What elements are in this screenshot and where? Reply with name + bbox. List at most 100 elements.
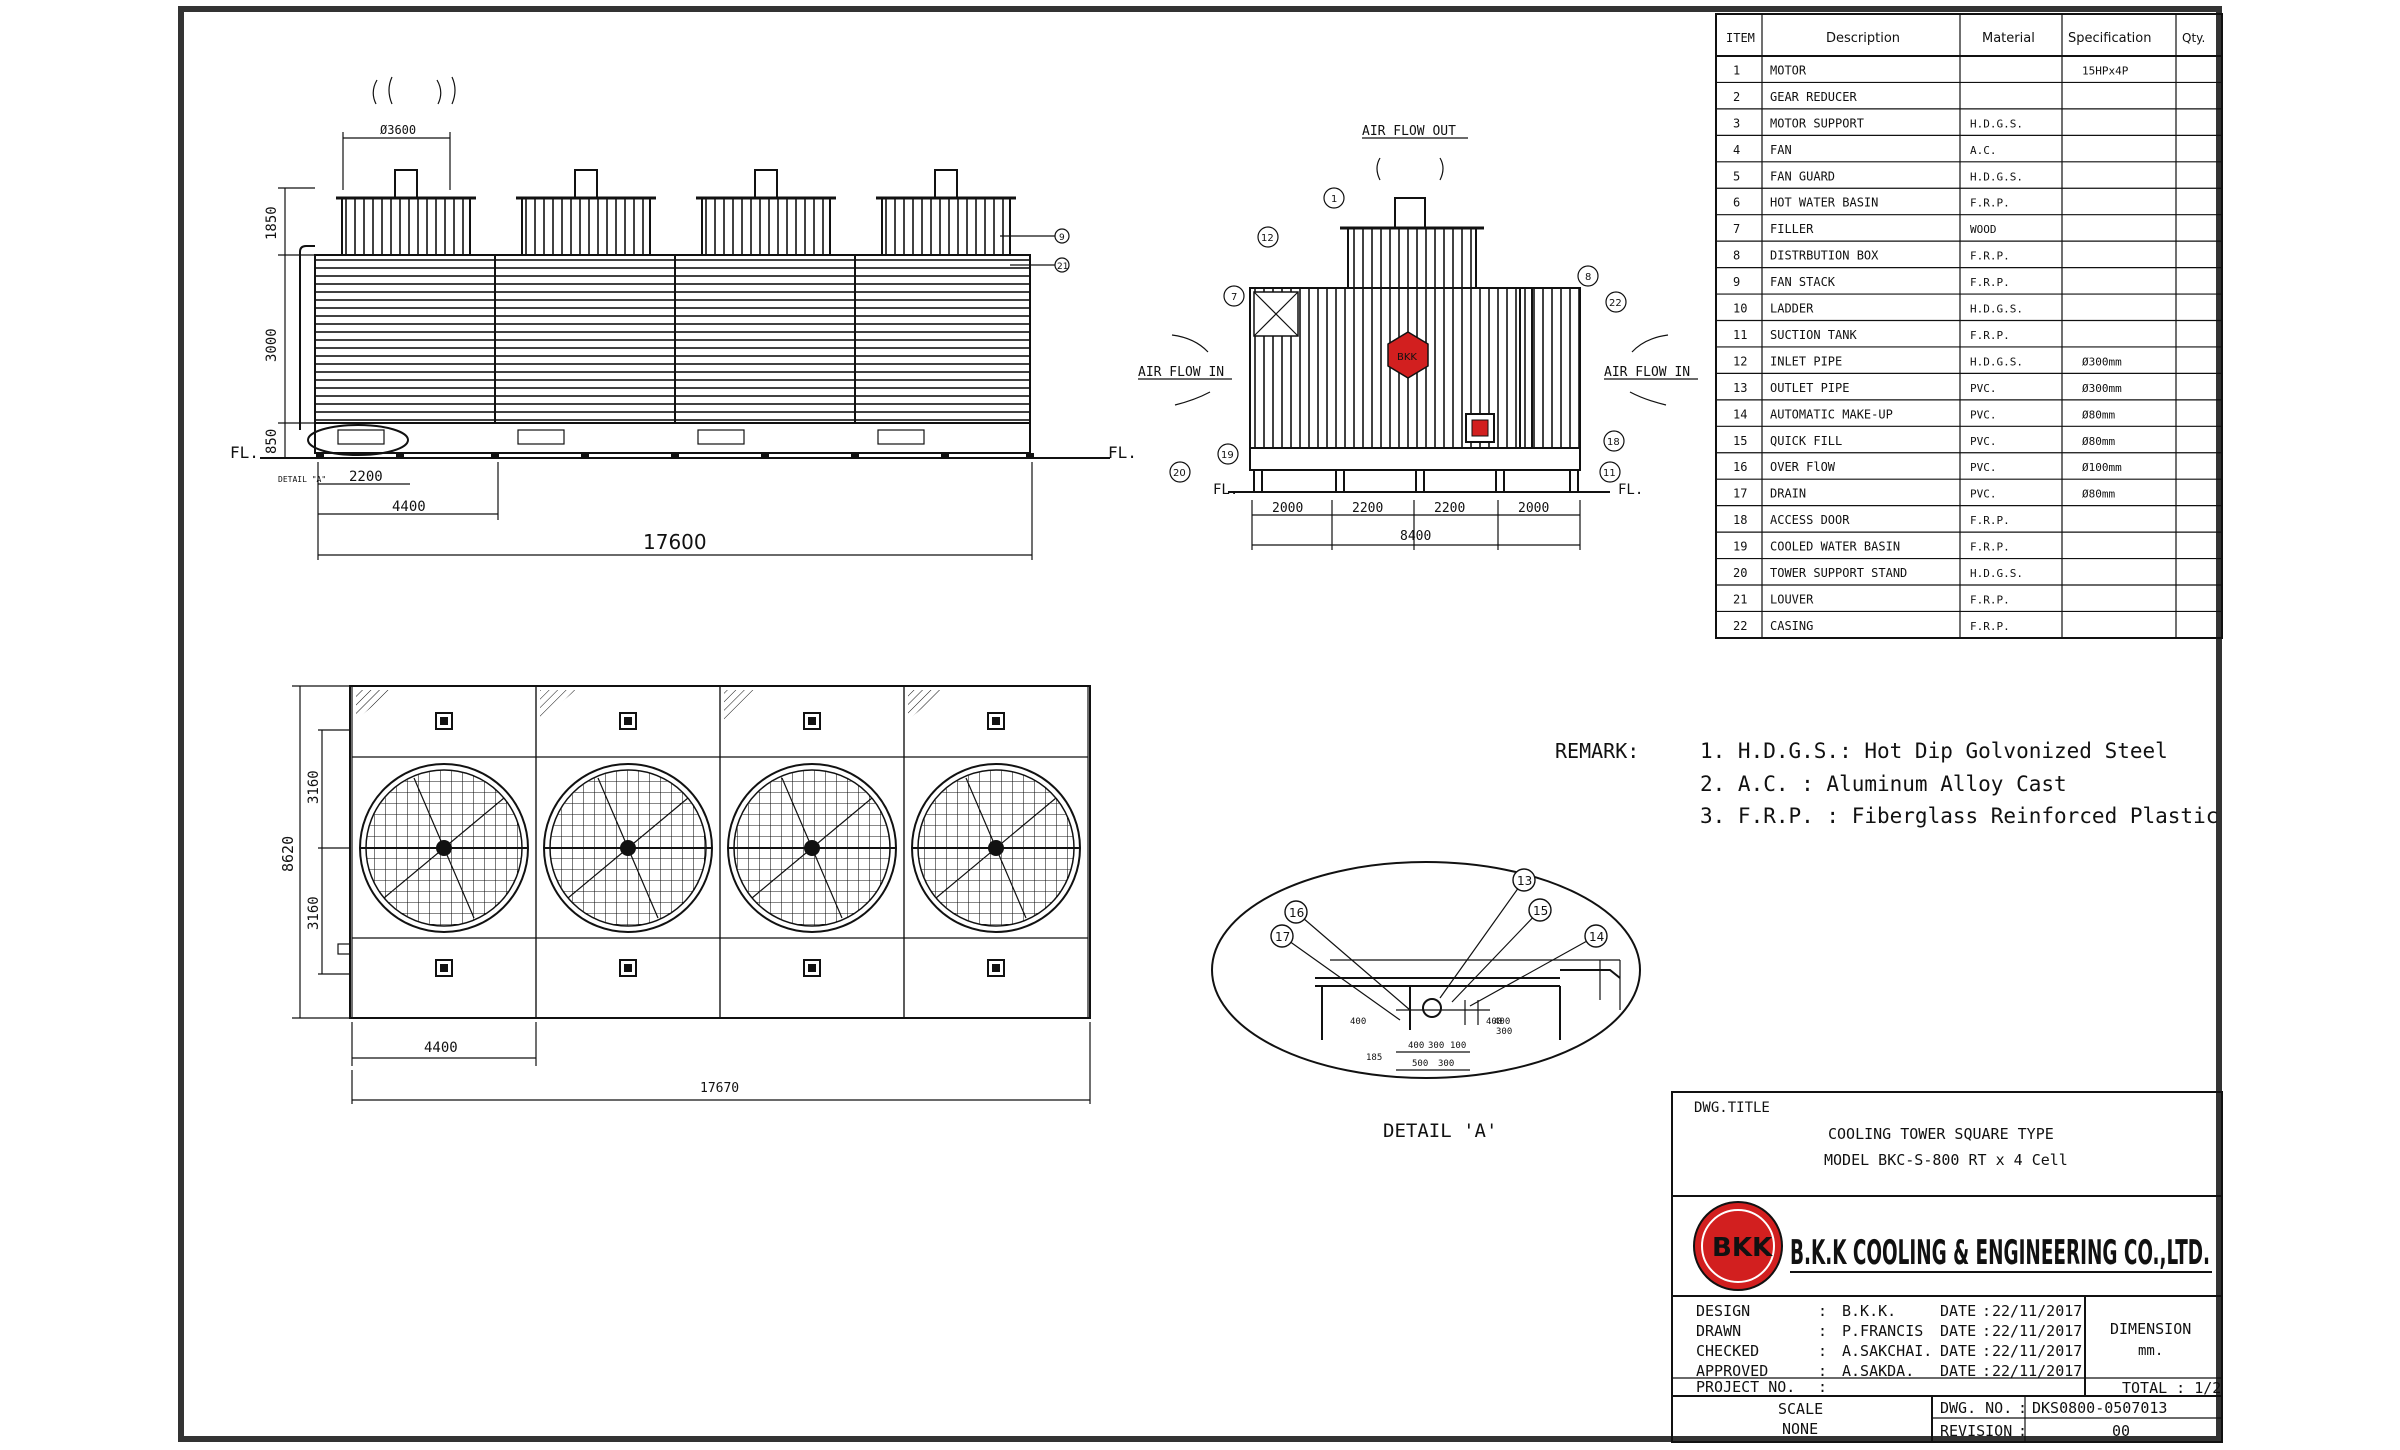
side-dim-1: 2200 xyxy=(1352,501,1383,516)
svg-text::: : xyxy=(1982,1342,1991,1360)
side-balloon-8: 8 xyxy=(1585,272,1591,283)
revision-value: 00 xyxy=(2112,1422,2130,1440)
part-material-20: H.D.G.S. xyxy=(1970,567,2023,580)
part-material-13: PVC. xyxy=(1970,382,1997,395)
air-flow-in-right-label: AIR FLOW IN xyxy=(1604,365,1690,380)
svg-text:BKK: BKK xyxy=(1397,352,1417,363)
detail-balloon-15: 15 xyxy=(1533,904,1548,918)
part-desc-6: HOT WATER BASIN xyxy=(1770,196,1878,210)
svg-text::: : xyxy=(2018,1399,2027,1417)
part-item-5: 5 xyxy=(1733,169,1740,183)
part-item-2: 2 xyxy=(1733,90,1740,104)
svg-text:9: 9 xyxy=(1059,233,1065,243)
part-desc-19: COOLED WATER BASIN xyxy=(1770,540,1900,554)
part-material-14: PVC. xyxy=(1970,408,1997,421)
front-dim-total: 17600 xyxy=(643,530,707,554)
svg-text::: : xyxy=(1982,1302,1991,1320)
th-qty: Qty. xyxy=(2182,31,2205,45)
dwg-no-label: DWG. NO. xyxy=(1940,1399,2012,1417)
remark-item-2: 2. A.C. : Aluminum Alloy Cast xyxy=(1700,772,2067,796)
part-spec-17: Ø80mm xyxy=(2082,488,2115,501)
side-balloon-12: 12 xyxy=(1261,233,1274,244)
tb-design-label: DESIGN xyxy=(1696,1302,1750,1320)
side-dim-2: 2200 xyxy=(1434,501,1465,516)
part-material-17: PVC. xyxy=(1970,488,1997,501)
svg-text:FL.: FL. xyxy=(1618,482,1643,498)
detail-dim-4: 500 xyxy=(1412,1059,1428,1069)
svg-text::: : xyxy=(1818,1302,1827,1320)
side-balloon-11: 11 xyxy=(1603,468,1616,479)
tb-drawn-label: DRAWN xyxy=(1696,1322,1741,1340)
plan-width-total: 17670 xyxy=(700,1081,739,1096)
air-flow-in-left-label: AIR FLOW IN xyxy=(1138,365,1224,380)
part-material-12: H.D.G.S. xyxy=(1970,355,2023,368)
part-desc-21: LOUVER xyxy=(1770,592,1814,606)
part-item-13: 13 xyxy=(1733,381,1747,395)
part-desc-2: GEAR REDUCER xyxy=(1770,90,1857,104)
part-desc-8: DISTRBUTION BOX xyxy=(1770,249,1879,263)
plan-width-cell: 4400 xyxy=(424,1040,458,1056)
dwg-title-label: DWG.TITLE xyxy=(1694,1100,1770,1116)
tb-approved-date-label: DATE xyxy=(1940,1362,1976,1380)
part-desc-5: FAN GUARD xyxy=(1770,169,1835,183)
tb-approved-date: 22/11/2017 xyxy=(1992,1362,2082,1380)
svg-text::: : xyxy=(1818,1378,1827,1396)
part-material-4: A.C. xyxy=(1970,144,1997,157)
part-item-16: 16 xyxy=(1733,460,1747,474)
part-item-4: 4 xyxy=(1733,143,1740,157)
remarks: REMARK: 1. H.D.G.S.: Hot Dip Golvonized … xyxy=(1555,739,2218,828)
tb-approved-label: APPROVED xyxy=(1696,1362,1768,1380)
parts-table: ITEM Description Material Specification … xyxy=(1715,13,2223,639)
part-desc-15: QUICK FILL xyxy=(1770,434,1842,448)
part-material-7: WOOD xyxy=(1970,223,1997,236)
dimension-unit: mm. xyxy=(2138,1343,2163,1359)
part-item-12: 12 xyxy=(1733,354,1747,368)
side-fl-label: FL. xyxy=(1213,482,1238,498)
side-balloon-22: 22 xyxy=(1609,298,1622,309)
part-material-22: F.R.P. xyxy=(1970,620,2010,633)
part-desc-16: OVER FlOW xyxy=(1770,460,1836,474)
dimension-label: DIMENSION xyxy=(2110,1320,2191,1338)
scale-value: NONE xyxy=(1782,1420,1818,1438)
svg-text::: : xyxy=(1818,1342,1827,1360)
front-fl-label-right: FL. xyxy=(1108,443,1137,462)
part-material-11: F.R.P. xyxy=(1970,329,2010,342)
part-item-3: 3 xyxy=(1733,116,1740,130)
dwg-title-line2: MODEL BKC-S-800 RT x 4 Cell xyxy=(1824,1151,2068,1169)
svg-text::: : xyxy=(1818,1322,1827,1340)
th-description: Description xyxy=(1826,31,1900,46)
tb-checked-label: CHECKED xyxy=(1696,1342,1759,1360)
side-dim-total: 8400 xyxy=(1400,529,1431,544)
part-spec-14: Ø80mm xyxy=(2082,408,2115,421)
detail-balloon-16: 16 xyxy=(1289,906,1304,920)
front-height-bot: 850 xyxy=(264,429,280,454)
tb-checked-name: A.SAKCHAI. xyxy=(1842,1342,1932,1360)
tb-approved-name: A.SAKDA. xyxy=(1842,1362,1914,1380)
part-item-17: 17 xyxy=(1733,487,1747,501)
svg-text::: : xyxy=(2018,1422,2027,1440)
side-dim-0: 2000 xyxy=(1272,501,1303,516)
plan-view: 8620 3160 3160 4400 17670 xyxy=(279,685,1091,1104)
detail-dim-3: 400 xyxy=(1494,1017,1510,1027)
part-item-18: 18 xyxy=(1733,513,1747,527)
tb-drawn-date: 22/11/2017 xyxy=(1992,1322,2082,1340)
front-dim-4400: 4400 xyxy=(392,499,426,515)
detail-dim-5: 300 xyxy=(1438,1059,1454,1069)
part-item-21: 21 xyxy=(1733,592,1747,606)
bkk-logo xyxy=(1693,1201,1783,1291)
tb-checked-date-label: DATE xyxy=(1940,1342,1976,1360)
revision-label: REVISION xyxy=(1940,1422,2012,1440)
side-elevation-view: BKK FL. FL. AIR FLOW OUT AIR FLOW IN AIR… xyxy=(1138,124,1698,550)
detail-dim-2: 100 xyxy=(1450,1041,1466,1051)
svg-text::: : xyxy=(1818,1362,1827,1380)
detail-dim-9: 400 xyxy=(1486,1017,1502,1027)
part-material-19: F.R.P. xyxy=(1970,541,2010,554)
tb-design-name: B.K.K. xyxy=(1842,1302,1896,1320)
plan-height-upper: 3160 xyxy=(306,770,322,804)
th-material: Material xyxy=(1982,31,2035,46)
drawing-frame xyxy=(178,6,2222,1442)
fan-diameter-dim: Ø3600 xyxy=(380,123,416,137)
svg-text::: : xyxy=(1982,1362,1991,1380)
remark-item-1: 1. H.D.G.S.: Hot Dip Golvonized Steel xyxy=(1700,739,2168,763)
